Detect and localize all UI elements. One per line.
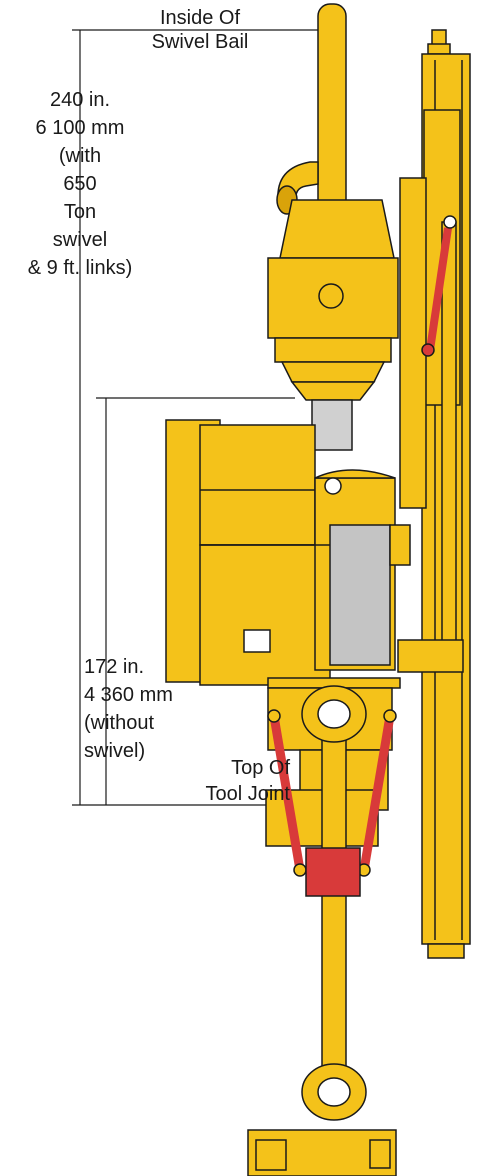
dolly-cylinder — [426, 227, 452, 351]
top-reference-label: Inside Of Swivel Bail — [151, 7, 249, 53]
wash-pipe — [311, 399, 353, 451]
swivel-bail — [317, 3, 347, 225]
tilt-cylinder-left — [269, 715, 305, 871]
swivel-body — [279, 199, 395, 259]
warning-label — [243, 629, 271, 653]
tilt-cylinder-right — [359, 715, 395, 871]
swivel-lug — [318, 283, 344, 309]
ibop-actuator — [305, 847, 361, 897]
gray-panel — [329, 524, 391, 666]
bottom-reference-label: Top Of Tool Joint — [205, 757, 291, 805]
dimension-label-without-swivel: 172 in. 4 360 mm (without swivel) — [84, 656, 173, 762]
dimension-label-with-swivel: 240 in. 6 100 mm (with 650 Ton swivel & … — [27, 89, 133, 279]
